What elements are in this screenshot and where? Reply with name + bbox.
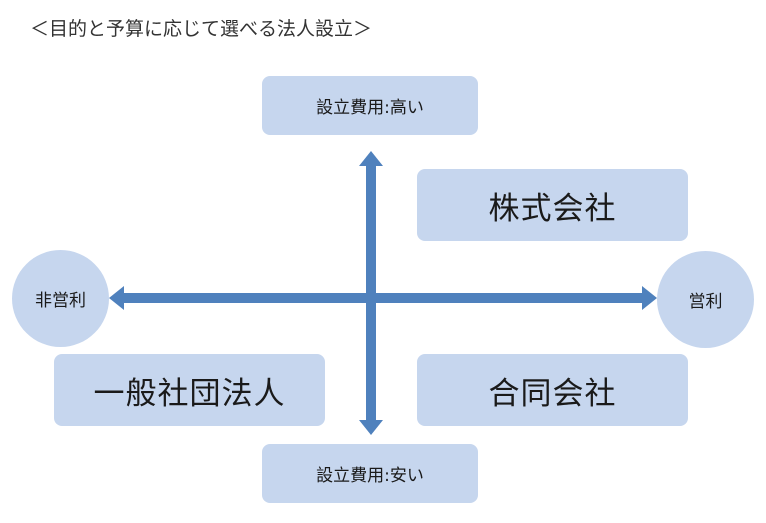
cost-low-label: 設立費用:安い bbox=[262, 444, 478, 503]
for-profit-label: 営利 bbox=[657, 251, 754, 348]
horizontal-axis-shaft bbox=[124, 293, 642, 303]
non-profit-label: 非営利 bbox=[12, 250, 109, 347]
kabushiki-kaisha-box: 株式会社 bbox=[417, 169, 688, 241]
cost-high-label: 設立費用:高い bbox=[262, 76, 478, 135]
horizontal-axis-arrowhead-right bbox=[642, 286, 657, 310]
vertical-axis-arrowhead-up bbox=[359, 151, 383, 166]
page-title: ＜目的と予算に応じて選べる法人設立＞ bbox=[30, 18, 373, 40]
vertical-axis-arrowhead-down bbox=[359, 420, 383, 435]
ippan-shadan-hojin-box: 一般社団法人 bbox=[54, 354, 325, 426]
godo-kaisha-box: 合同会社 bbox=[417, 354, 688, 426]
horizontal-axis-arrowhead-left bbox=[109, 286, 124, 310]
